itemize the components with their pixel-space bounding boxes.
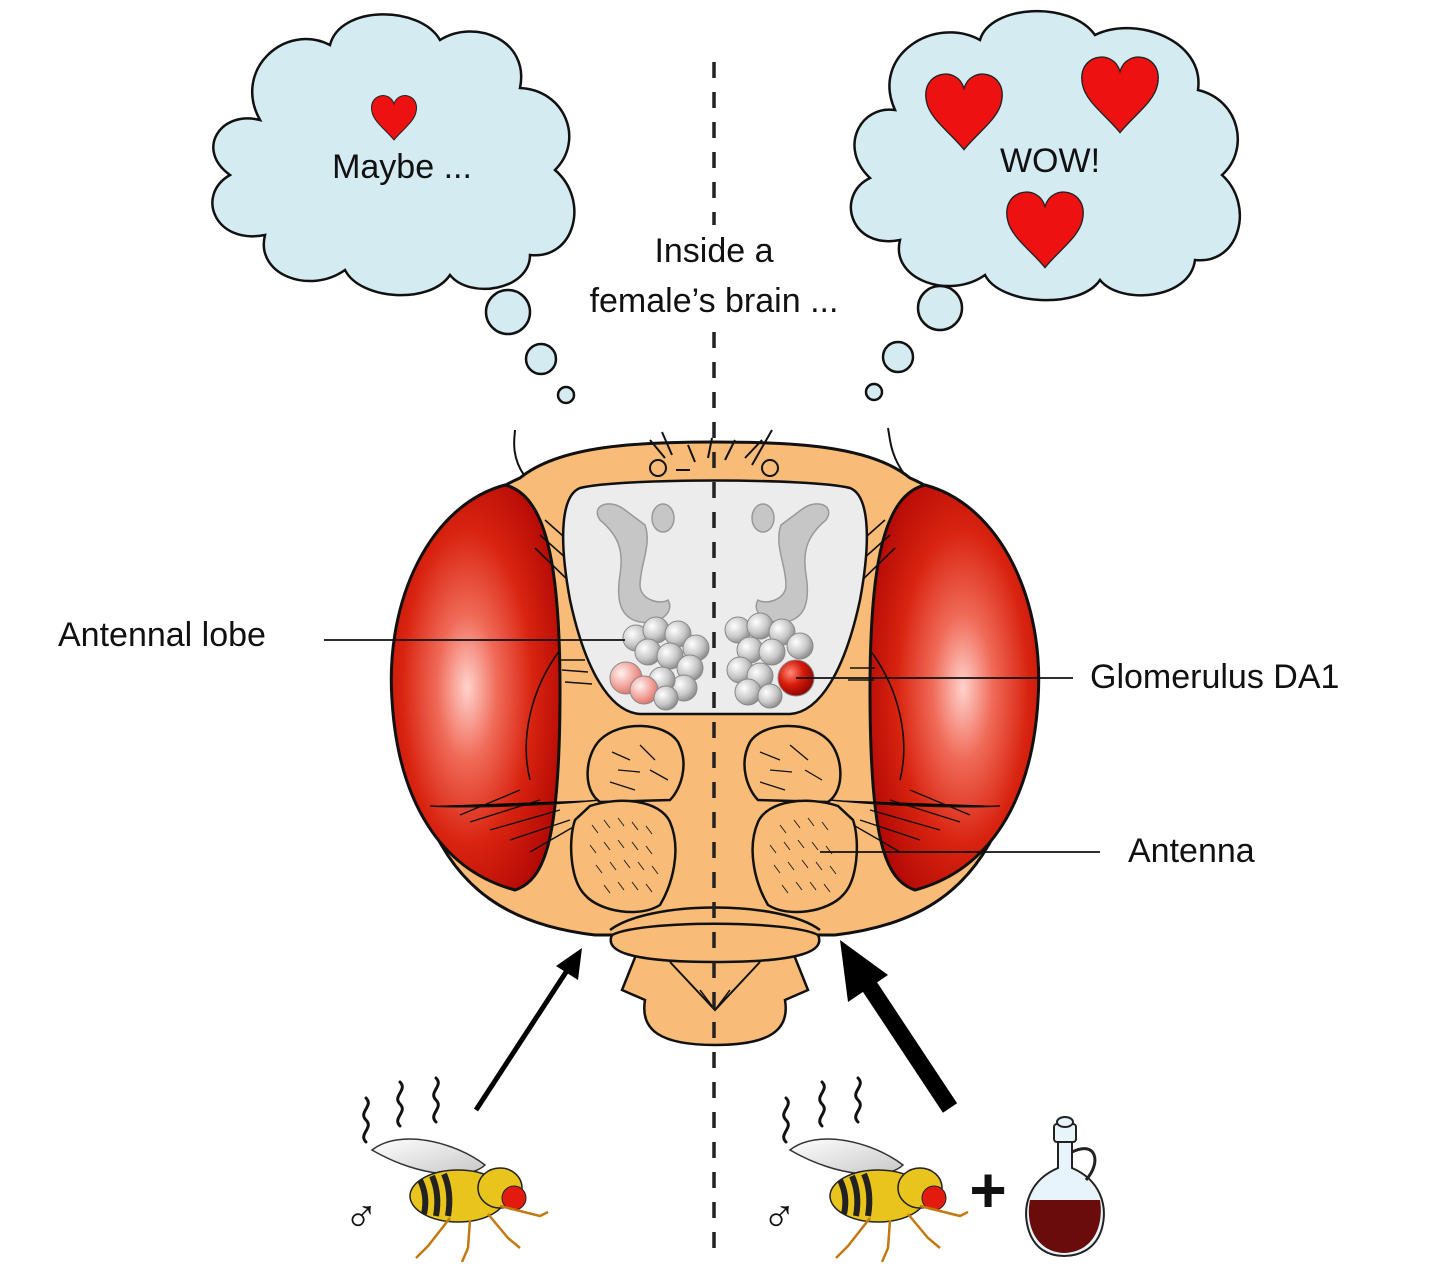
antenna-label: Antenna xyxy=(1128,832,1255,870)
fly-head xyxy=(389,427,1041,1047)
right-compound-eye xyxy=(868,483,1041,892)
fly-icon xyxy=(370,1138,549,1263)
odor-wave-icon xyxy=(782,1076,862,1144)
left-thought-cloud: Maybe ... xyxy=(211,13,576,405)
right-thought-cloud: WOW! xyxy=(849,9,1242,402)
left-antenna-funiculus xyxy=(569,799,677,914)
male-symbol-right: ♂ xyxy=(762,1188,797,1240)
left-antenna-segment xyxy=(586,724,685,804)
glomerulus-label: Glomerulus DA1 xyxy=(1090,658,1339,696)
left-thought-text: Maybe ... xyxy=(332,148,472,186)
right-thought-text: WOW! xyxy=(1000,142,1100,180)
left-antennal-lobe xyxy=(609,616,710,711)
odor-wave-icon xyxy=(362,1076,440,1144)
arrow-left-thin xyxy=(473,948,582,1112)
male-fly-right: ♂ + xyxy=(762,1076,1105,1263)
left-compound-eye xyxy=(389,483,562,892)
arrow-right-thick xyxy=(840,940,958,1113)
mushroom-body-right xyxy=(751,503,830,624)
caption-line-2-top: female’s brain ... xyxy=(590,282,839,320)
plus-sign: + xyxy=(969,1154,1006,1226)
male-symbol-left: ♂ xyxy=(344,1188,379,1240)
right-antenna-funiculus xyxy=(751,799,859,914)
mushroom-body-left xyxy=(596,503,675,624)
label-glomerulus: Glomerulus DA1 xyxy=(796,658,1339,696)
right-antenna-segment xyxy=(743,724,842,804)
fly-icon xyxy=(788,1138,969,1263)
antennal-lobe-label: Antennal lobe xyxy=(58,616,266,654)
right-antennal-lobe xyxy=(724,612,815,709)
male-fly-left: ♂ xyxy=(344,1076,549,1263)
label-antenna: Antenna xyxy=(820,832,1255,870)
caption-line-1-top: Inside a xyxy=(654,232,773,270)
vinegar-bottle-icon xyxy=(1025,1116,1105,1258)
label-antennal-lobe: Antennal lobe xyxy=(58,616,625,654)
